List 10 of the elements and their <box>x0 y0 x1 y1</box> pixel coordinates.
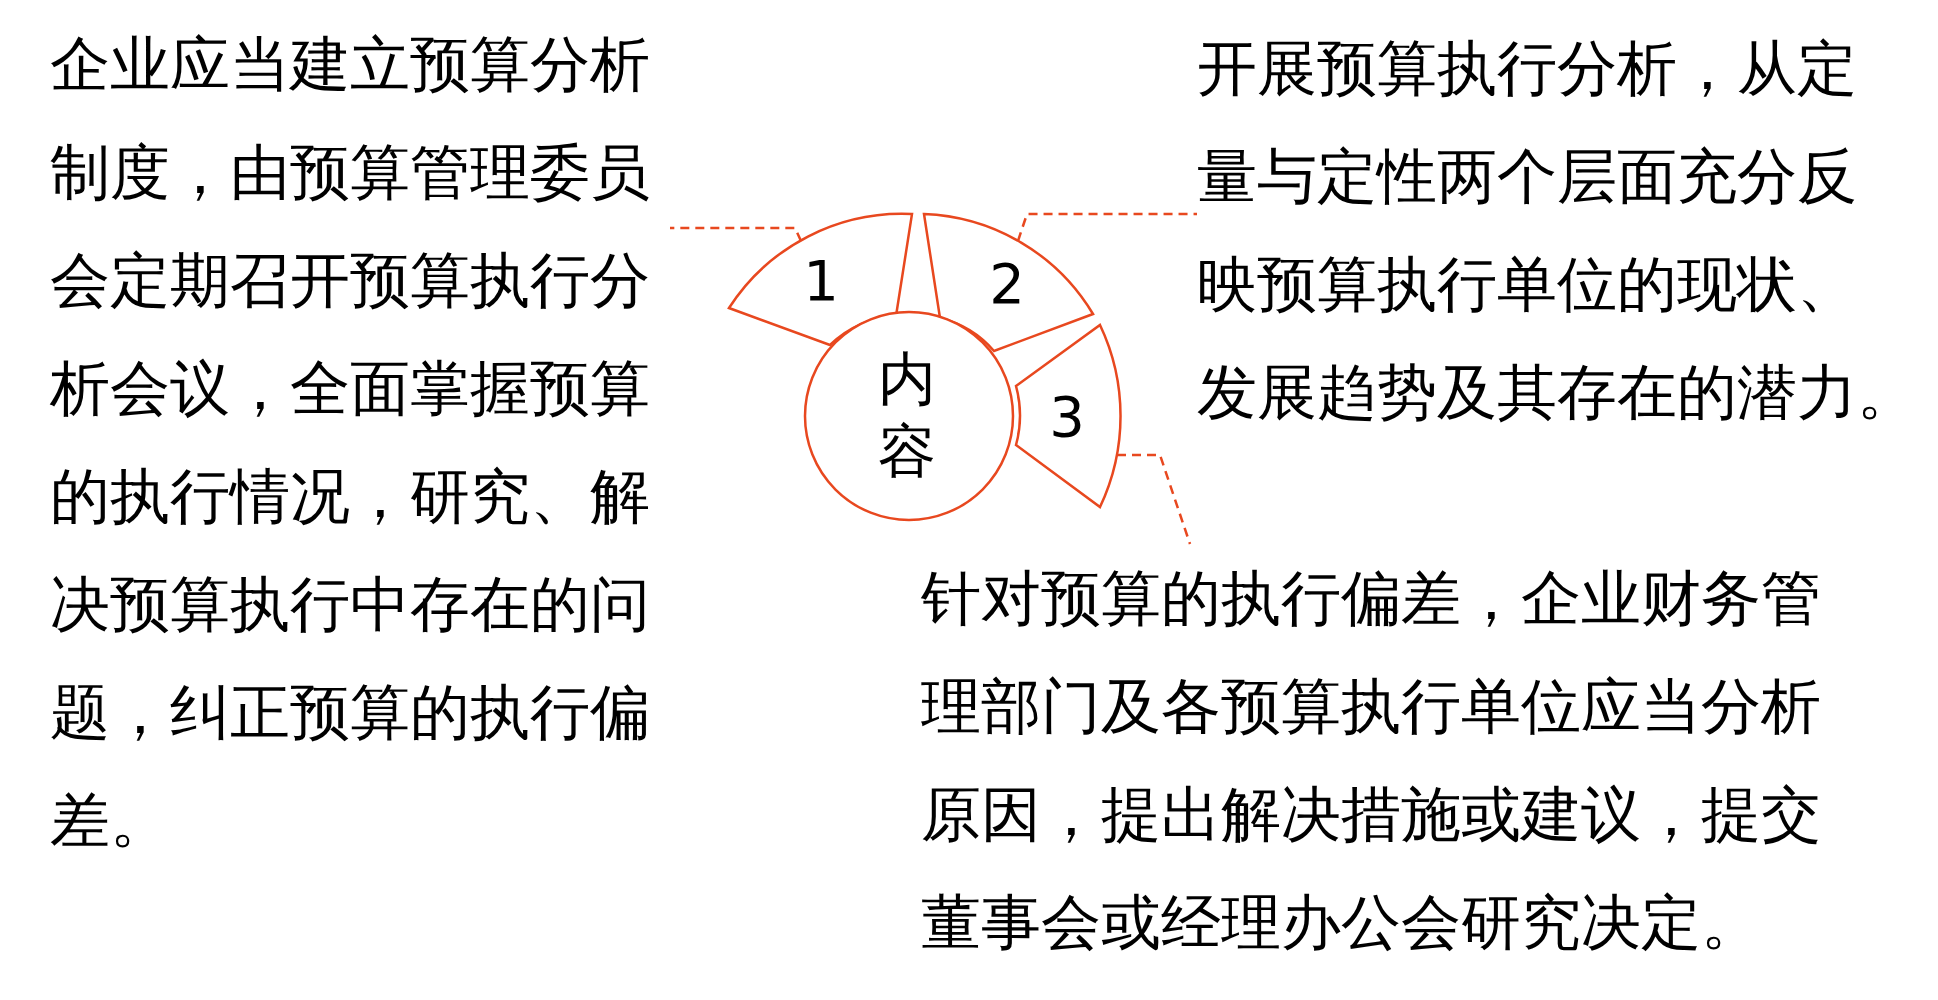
leader-line <box>1016 212 1197 242</box>
segment-number: 3 <box>1049 387 1085 447</box>
center-label: 内容 <box>877 344 937 487</box>
leader-line <box>1117 453 1192 545</box>
description-text: 开展预算执行分析，从定量与定性两个层面充分反映预算执行单位的现状、发展趋势及其存在的潜力。 <box>1197 32 1918 429</box>
description-text: 针对预算的执行偏差，企业财务管理部门及各预算执行单位应当分析原因，提出解决措施或建议，提交董事会或经理办公会研究决定。 <box>921 562 1822 959</box>
segment-number: 2 <box>989 254 1025 314</box>
segment-number: 1 <box>803 251 839 311</box>
description-text: 企业应当建立预算分析制度，由预算管理委员会定期召开预算执行分析会议，全面掌握预算的执行情况，研究、解决预算执行中存在的问题，纠正预算的执行偏差。 <box>50 28 651 857</box>
leader-line <box>670 226 803 242</box>
